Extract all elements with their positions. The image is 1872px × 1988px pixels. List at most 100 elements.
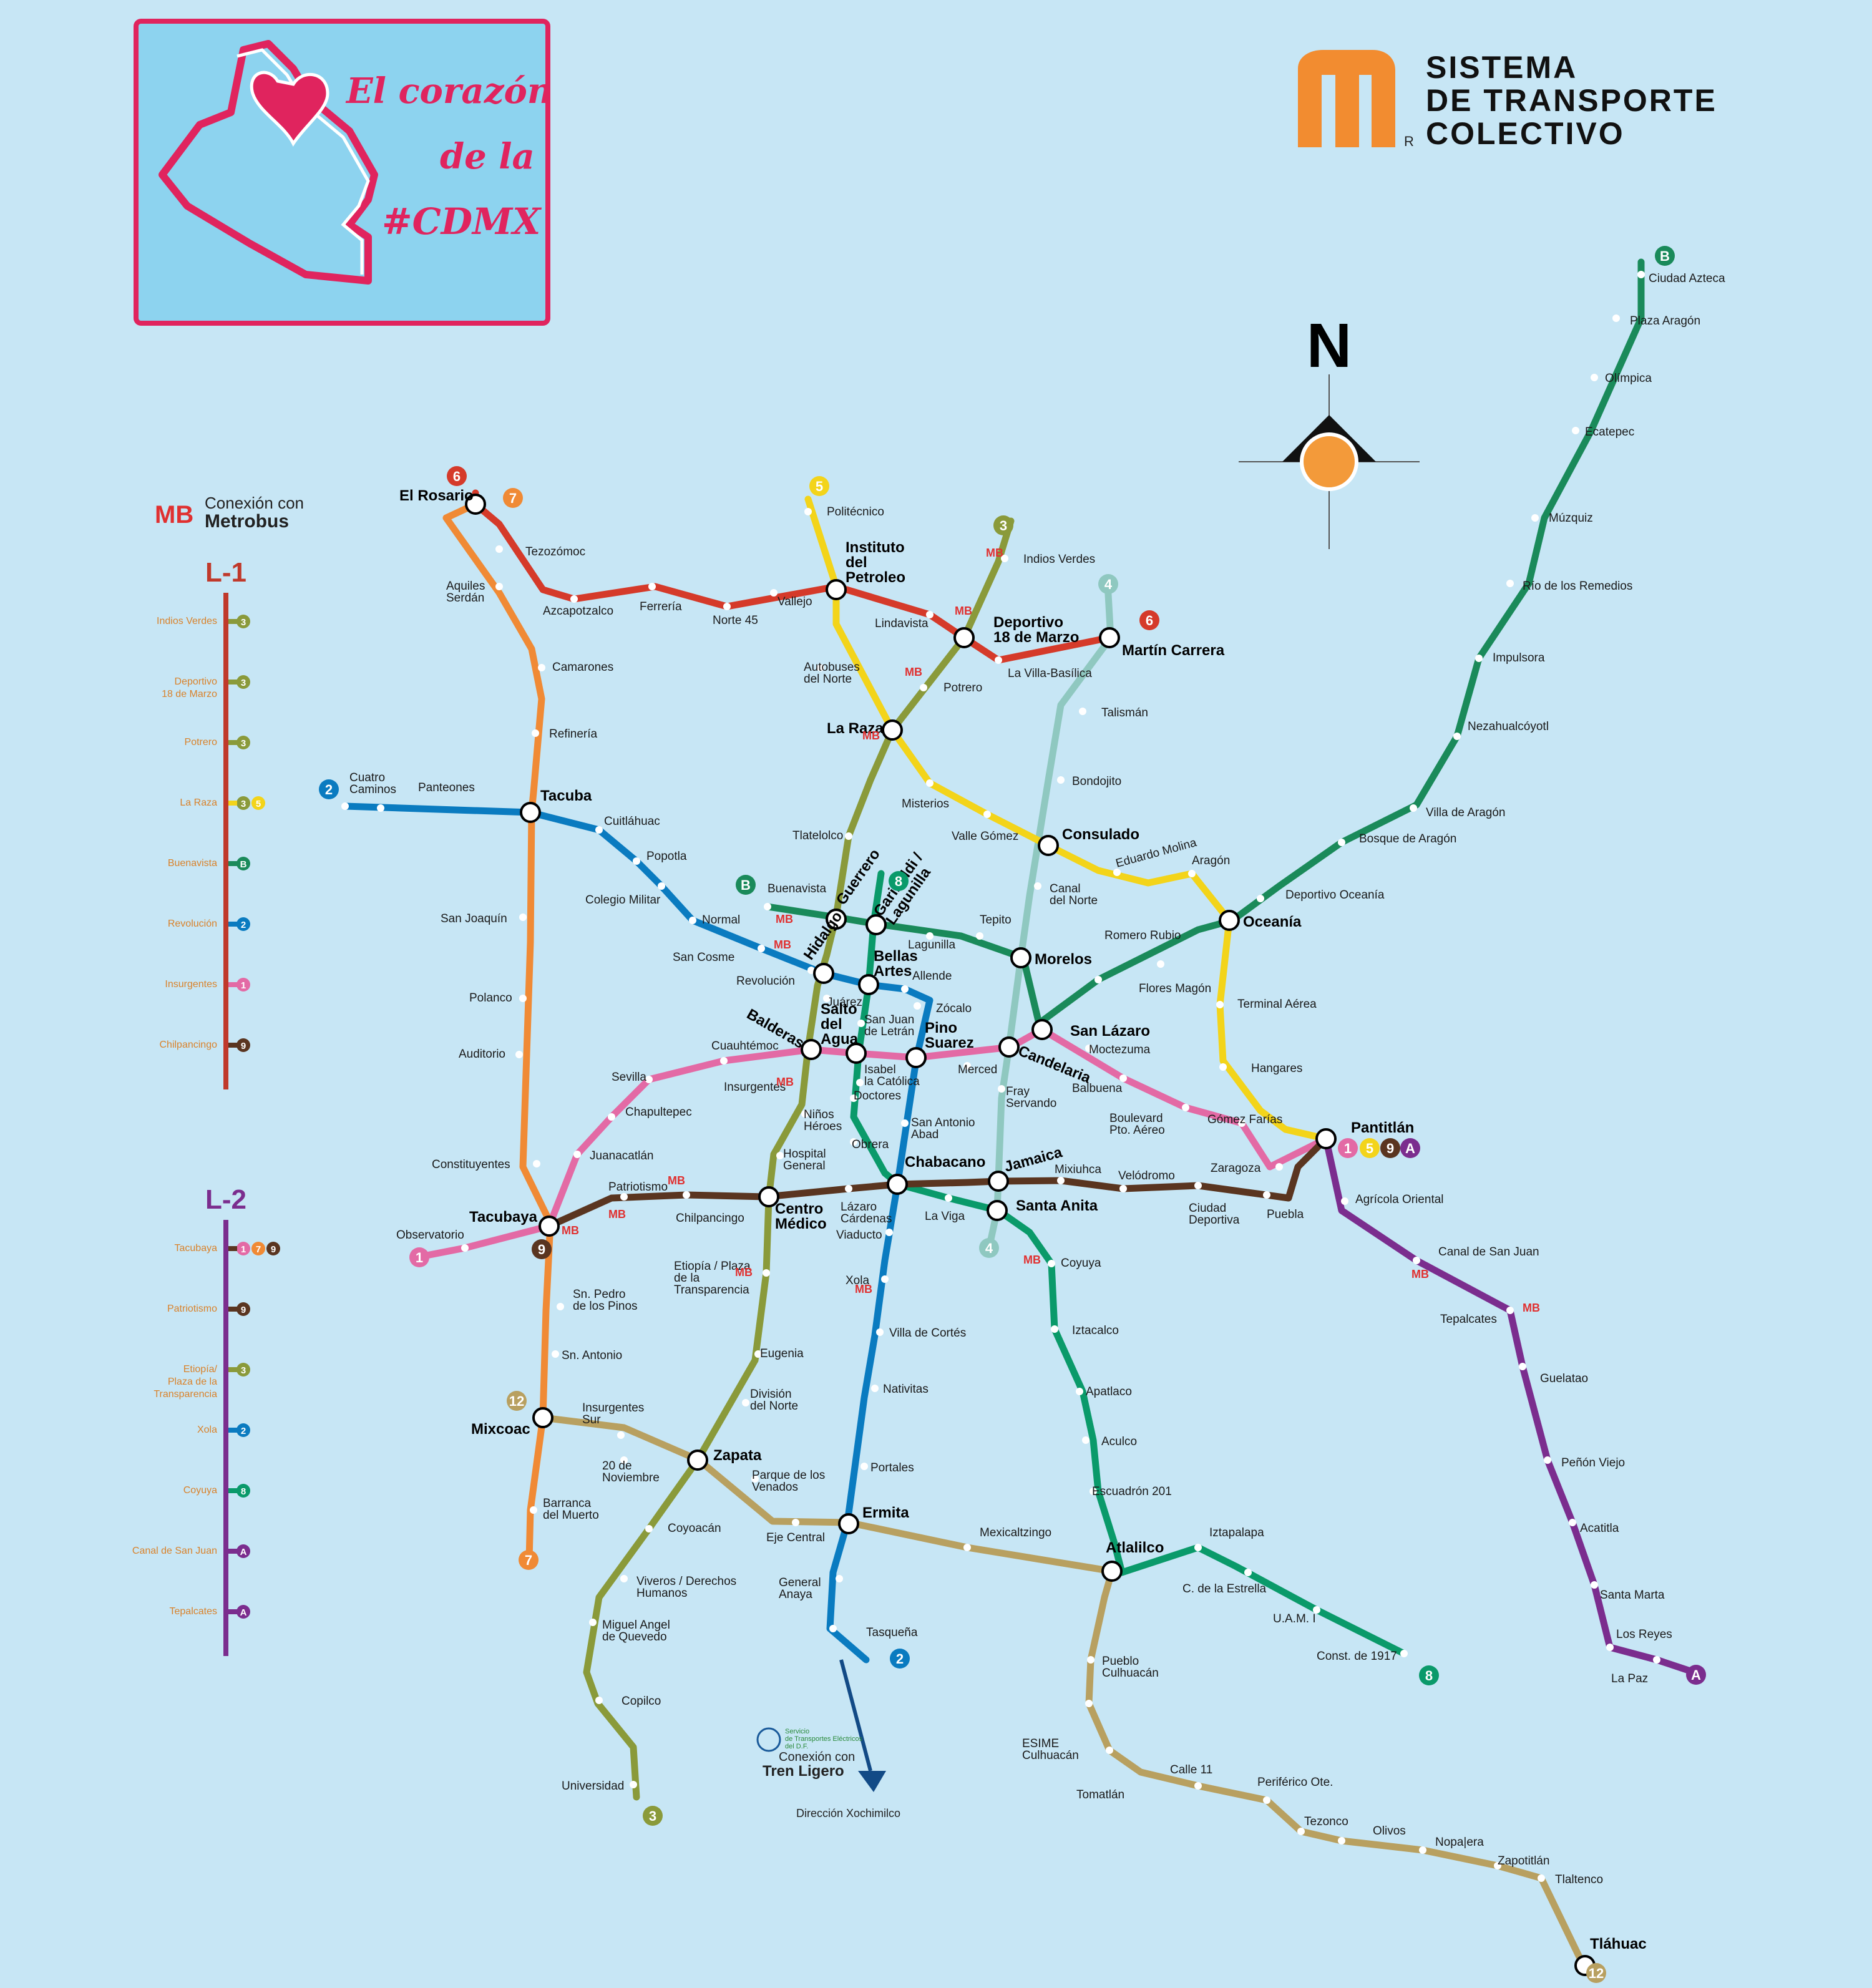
station-const1917-marker[interactable] [1400, 1650, 1408, 1657]
station-calle11-marker[interactable] [1194, 1782, 1202, 1790]
station-general-anaya-marker[interactable] [836, 1575, 843, 1582]
station-canal-san-juan-marker[interactable] [1413, 1257, 1420, 1264]
station-cuatro-caminos-marker[interactable] [341, 802, 349, 810]
station-tezonco-marker[interactable] [1297, 1828, 1305, 1835]
station-iztapalapa-marker[interactable] [1194, 1544, 1202, 1551]
station-aculco-marker[interactable] [1082, 1436, 1090, 1444]
station-indios-verdes-marker[interactable] [1001, 555, 1008, 562]
station-tomatlan-marker[interactable] [1106, 1747, 1113, 1754]
station-velodromo-marker[interactable] [1119, 1185, 1127, 1192]
station-apatlaco-marker[interactable] [1076, 1388, 1083, 1395]
station-la-paz-marker[interactable] [1653, 1656, 1660, 1664]
station-coyuya-marker[interactable] [1048, 1260, 1055, 1267]
station-pantitlan-marker[interactable] [1315, 1128, 1337, 1149]
station-muzquiz-marker[interactable] [1531, 514, 1539, 522]
station-guelatao-marker[interactable] [1519, 1363, 1526, 1370]
station-atlalilco-marker[interactable] [1101, 1561, 1123, 1582]
station-valle-gomez-marker[interactable] [983, 811, 991, 818]
station-viveros-marker[interactable] [620, 1575, 628, 1582]
station-fray-servando-marker[interactable] [998, 1085, 1005, 1093]
station-salto-agua-marker[interactable] [846, 1043, 867, 1064]
station-patriotismo-marker[interactable] [620, 1193, 628, 1201]
station-polanco-marker[interactable] [519, 995, 527, 1002]
station-lagunilla-marker[interactable] [926, 932, 934, 940]
station-san-juan-marker[interactable] [857, 1020, 865, 1027]
station-observatorio-marker[interactable] [461, 1244, 469, 1252]
station-zaragoza-marker[interactable] [1275, 1163, 1283, 1171]
station-mixiuhca-marker[interactable] [1057, 1177, 1065, 1184]
station-san-pedro-marker[interactable] [557, 1303, 564, 1310]
station-politecnico-marker[interactable] [804, 508, 812, 515]
station-morelos-marker[interactable] [1010, 947, 1031, 968]
station-jamaica-marker[interactable] [988, 1171, 1009, 1192]
station-juanacatlan-marker[interactable] [573, 1151, 581, 1158]
station-nezahualcoyotl-marker[interactable] [1453, 733, 1461, 740]
station-miguel-angel-marker[interactable] [589, 1619, 597, 1626]
station-potrero-marker[interactable] [920, 684, 927, 691]
station-impulsora-marker[interactable] [1475, 655, 1483, 662]
station-instituto-marker[interactable] [826, 579, 847, 600]
station-gomez-farias-marker[interactable] [1238, 1119, 1246, 1127]
station-xola-marker[interactable] [881, 1275, 889, 1283]
station-san-lazaro-marker[interactable] [1031, 1019, 1053, 1040]
station-chapultepec-marker[interactable] [608, 1113, 615, 1121]
station-revolucion-marker[interactable] [807, 967, 815, 974]
station-etiopia-marker[interactable] [763, 1269, 770, 1277]
station-misterios-marker[interactable] [926, 779, 934, 787]
station-parque-venados-marker[interactable] [751, 1475, 759, 1483]
station-tepalcates-marker[interactable] [1506, 1307, 1514, 1314]
station-chilpancingo-marker[interactable] [683, 1191, 690, 1199]
station-lazaro-marker[interactable] [845, 1185, 852, 1192]
station-normal-marker[interactable] [689, 917, 696, 924]
station-consulado-marker[interactable] [1038, 835, 1059, 856]
station-deportivo-oceania-marker[interactable] [1257, 895, 1264, 902]
station-nopalera-marker[interactable] [1419, 1846, 1426, 1854]
station-zocalo-marker[interactable] [914, 1002, 921, 1010]
station-santa-anita-marker[interactable] [987, 1200, 1008, 1221]
station-la-raza-marker[interactable] [882, 719, 903, 741]
station-autobuses-marker[interactable] [817, 664, 824, 671]
station-norte45-marker[interactable] [723, 603, 731, 610]
station-colegio-militar-marker[interactable] [658, 882, 665, 890]
station-bosque-aragon-marker[interactable] [1338, 839, 1345, 846]
station-acatitla-marker[interactable] [1569, 1519, 1576, 1526]
station-barranca-marker[interactable] [530, 1506, 537, 1514]
station-esime-marker[interactable] [1085, 1700, 1093, 1707]
station-aragon-marker[interactable] [1188, 870, 1196, 877]
station-auditorio-marker[interactable] [515, 1051, 523, 1058]
station-hospital-general-marker[interactable] [776, 1152, 784, 1159]
station-boulevard-marker[interactable] [1182, 1104, 1189, 1111]
station-deportivo-marker[interactable] [953, 627, 975, 648]
station-candelaria-marker[interactable] [998, 1036, 1020, 1058]
station-chabacano-marker[interactable] [887, 1174, 908, 1195]
station-balbuena-marker[interactable] [1119, 1074, 1127, 1082]
station-olimpica-marker[interactable] [1591, 374, 1598, 381]
station-ecatepec-marker[interactable] [1572, 427, 1579, 434]
station-talisman-marker[interactable] [1079, 708, 1086, 715]
station-culhuacan-marker[interactable] [1087, 1656, 1094, 1664]
station-olivos-marker[interactable] [1338, 1837, 1345, 1844]
station-copilco-marker[interactable] [595, 1697, 603, 1704]
station-terminal-aerea-marker[interactable] [1216, 1001, 1224, 1008]
station-san-joaquin-marker[interactable] [519, 914, 527, 921]
station-division-marker[interactable] [742, 1399, 749, 1406]
station-coyoacan-marker[interactable] [645, 1525, 653, 1532]
station-obrera-marker[interactable] [850, 1138, 857, 1146]
station-sevilla-marker[interactable] [645, 1076, 653, 1083]
station-doctores-marker[interactable] [850, 1094, 857, 1102]
station-juarez-marker[interactable] [823, 995, 831, 1002]
station-santa-marta-marker[interactable] [1591, 1581, 1598, 1589]
station-panteones-marker[interactable] [377, 804, 384, 812]
station-constituyentes-marker[interactable] [533, 1160, 540, 1167]
station-plaza-aragon-marker[interactable] [1612, 314, 1620, 322]
station-cuitlahuac-marker[interactable] [595, 826, 603, 834]
station-escuadron-marker[interactable] [1090, 1488, 1097, 1495]
station-san-antonio-abad-marker[interactable] [901, 1119, 909, 1127]
station-martin-carrera-marker[interactable] [1099, 627, 1120, 648]
station-pino-suarez-marker[interactable] [905, 1047, 927, 1068]
station-hidalgo-marker[interactable] [813, 963, 834, 984]
station-guerrero-marker[interactable] [826, 909, 847, 930]
station-hangares-marker[interactable] [1219, 1063, 1227, 1071]
station-isabel-marker[interactable] [856, 1079, 864, 1086]
station-eje-central-marker[interactable] [792, 1519, 799, 1526]
